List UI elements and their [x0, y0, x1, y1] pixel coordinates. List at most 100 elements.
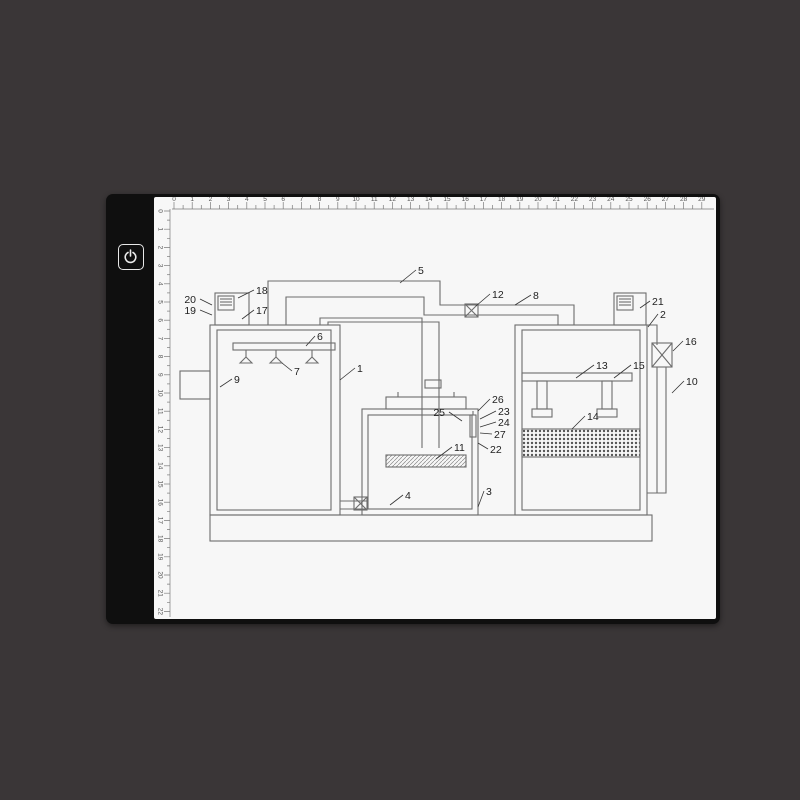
ruler-top-label: 1 — [190, 197, 194, 203]
schematic-drawing: 1234567891011121314151617181920212223242… — [179, 265, 698, 542]
ruler-top-label: 10 — [352, 197, 360, 203]
ruler-left-label: 8 — [156, 355, 163, 359]
callout-leader — [477, 442, 489, 450]
callout-leader — [575, 364, 595, 379]
callout-label: 3 — [486, 486, 492, 498]
ruler-left-label: 18 — [156, 535, 163, 543]
ruler-left-label: 4 — [156, 282, 163, 286]
callout-leader — [219, 378, 233, 388]
ruler-top-label: 18 — [498, 197, 506, 203]
ruler-left-label: 19 — [156, 553, 163, 561]
ruler-left-label: 16 — [156, 499, 163, 507]
power-icon — [124, 249, 137, 264]
callout-label: 4 — [405, 490, 411, 502]
ruler-left-label: 17 — [156, 517, 163, 525]
ruler-top-label: 21 — [553, 197, 561, 203]
ruler-top-label: 19 — [516, 197, 524, 203]
ruler-top-label: 29 — [698, 197, 706, 203]
ruler-top-label: 28 — [680, 197, 688, 203]
callout-leader — [399, 269, 417, 284]
ruler-left-label: 20 — [156, 571, 163, 579]
ruler-top-label: 5 — [263, 197, 267, 203]
ruler-top-label: 4 — [245, 197, 249, 203]
ruler-top-label: 24 — [607, 197, 615, 203]
ruler-left-label: 3 — [156, 264, 163, 268]
ruler-left-label: 7 — [156, 337, 163, 341]
ruler-left-label: 12 — [156, 426, 163, 434]
callout-label: 27 — [494, 429, 506, 441]
callout-label: 12 — [492, 289, 504, 301]
callout-label: 2 — [660, 309, 666, 321]
callout-leader — [477, 398, 491, 412]
callout-leader — [477, 490, 485, 508]
callout-label: 13 — [596, 360, 608, 372]
ruler-left-label: 0 — [156, 209, 163, 213]
callout-label: 16 — [685, 336, 697, 348]
callout-label: 23 — [498, 406, 510, 418]
callout-leader — [671, 380, 685, 394]
ruler-top-label: 6 — [281, 197, 285, 203]
callout-label: 8 — [533, 290, 539, 302]
ruler-top-label: 27 — [662, 197, 670, 203]
leader-lines — [199, 269, 685, 508]
callout-leader — [199, 298, 213, 306]
filter-media — [521, 428, 641, 458]
ruler-top-label: 16 — [462, 197, 470, 203]
ruler-left-label: 14 — [156, 462, 163, 470]
callout-leader — [305, 335, 316, 347]
callout-leader — [448, 411, 463, 422]
ruler-left-label: 10 — [156, 389, 163, 397]
power-button[interactable] — [118, 244, 144, 270]
ruler-top-label: 22 — [571, 197, 579, 203]
ruler-left-label: 5 — [156, 300, 163, 304]
ruler-left-label: 21 — [156, 590, 163, 598]
callout-leader — [613, 364, 632, 379]
callout-leader — [514, 294, 532, 306]
callout-leader — [647, 313, 659, 328]
callout-leader — [199, 309, 213, 316]
callout-leader — [479, 421, 497, 428]
callout-leader — [389, 494, 404, 506]
spray-bar — [232, 342, 336, 351]
callout-label: 14 — [587, 411, 599, 423]
callout-leader — [672, 340, 684, 352]
ruler-top-label: 2 — [209, 197, 213, 203]
callout-label: 18 — [256, 285, 268, 297]
line-art — [179, 280, 673, 542]
callout-label: 21 — [652, 296, 664, 308]
ruler-top-label: 12 — [389, 197, 397, 203]
callout-leader — [339, 367, 356, 381]
ruler-top-ticks — [173, 202, 703, 209]
callout-label: 24 — [498, 417, 510, 429]
callout-leader — [479, 432, 493, 435]
ruler-top-label: 20 — [534, 197, 542, 203]
callout-label: 20 — [184, 294, 196, 306]
callout-label: 17 — [256, 305, 268, 317]
callout-leader — [571, 415, 586, 430]
ruler-left-label: 11 — [156, 408, 163, 415]
callout-label: 11 — [454, 442, 465, 454]
ruler-left-label: 2 — [156, 246, 163, 250]
inlet-9 — [179, 370, 211, 400]
callout-label: 15 — [633, 360, 645, 372]
callout-label: 10 — [686, 376, 698, 388]
ruler-top-label: 0 — [172, 197, 176, 203]
ruler-top-label: 7 — [300, 197, 304, 203]
callout-leader — [237, 289, 255, 299]
callout-label: 6 — [317, 331, 323, 343]
ruler-top-label: 9 — [336, 197, 340, 203]
callout-label: 9 — [234, 374, 240, 386]
callout-label: 25 — [433, 407, 445, 419]
callout-label: 5 — [418, 265, 424, 277]
ruler-left-label: 9 — [156, 373, 163, 377]
ruler-top-label: 13 — [407, 197, 415, 203]
ruler-top-label: 8 — [318, 197, 322, 203]
callout-label: 7 — [294, 366, 300, 378]
callout-label: 26 — [492, 394, 504, 406]
ruler-top-label: 14 — [425, 197, 433, 203]
tank-1 — [209, 324, 341, 516]
